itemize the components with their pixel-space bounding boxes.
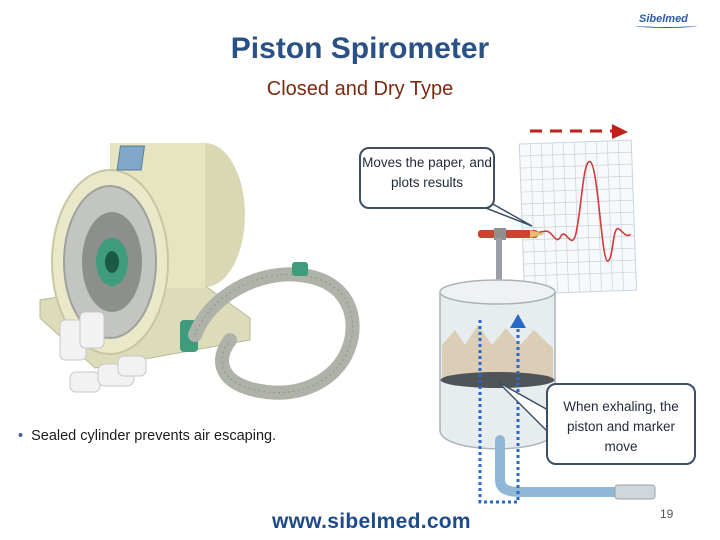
bullet-item: • Sealed cylinder prevents air escaping. [18, 428, 276, 444]
callout-exhale-text: When exhaling, the piston and marker mov… [563, 399, 679, 454]
callout-paper-text: Moves the paper, and plots results [362, 155, 492, 190]
mouthpieces-image [59, 311, 147, 393]
slide-title: Piston Spirometer [230, 32, 490, 65]
air-flow-arrow [478, 320, 520, 504]
slide-subtitle: Closed and Dry Type [266, 78, 454, 100]
page-number: 19 [660, 507, 674, 521]
bullet-icon: • [18, 428, 24, 444]
bullet-text: Sealed cylinder prevents air escaping. [31, 428, 277, 444]
paper-direction-arrow [530, 124, 628, 139]
air-flow-arrowhead [510, 314, 526, 328]
sibelmed-logo: Sibelmed [635, 13, 697, 28]
cylinder-schematic [439, 279, 556, 450]
exhale-tube [495, 435, 620, 497]
chart-paper [518, 139, 637, 295]
callout-paper: Moves the paper, and plots results [359, 147, 495, 209]
callout-exhale: When exhaling, the piston and marker mov… [546, 383, 696, 465]
spirometer-device-image [39, 143, 251, 369]
footer-url: www.sibelmed.com [272, 510, 471, 533]
